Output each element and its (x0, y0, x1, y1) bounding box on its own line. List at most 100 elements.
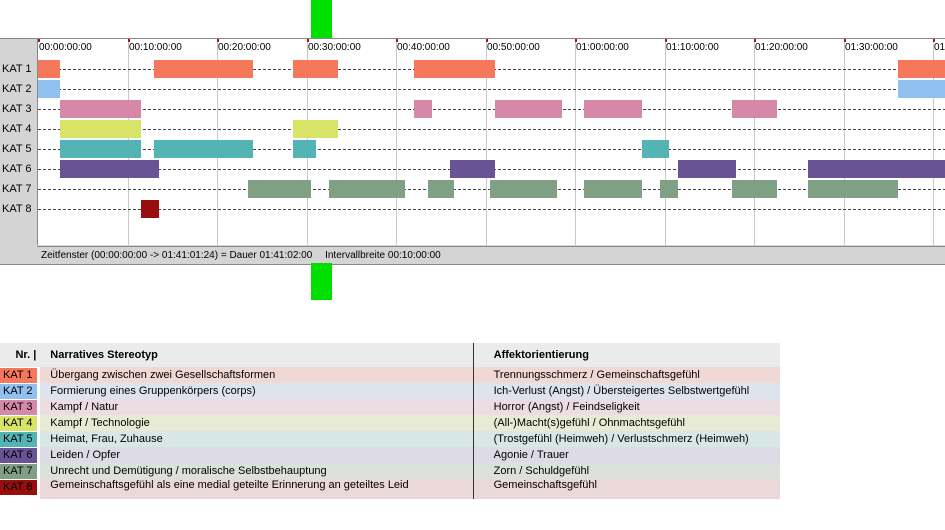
legend-stereotyp: Kampf / Technologie (40, 415, 474, 431)
lane-segment[interactable] (642, 140, 669, 158)
legend-kat-cell: KAT 3 (0, 399, 41, 415)
lane-segment[interactable] (414, 100, 432, 118)
legend-kat-cell: KAT 1 (0, 367, 41, 383)
playhead-marker-bottom[interactable] (311, 263, 332, 300)
lane-label: KAT 2 (2, 83, 32, 95)
kat-badge: KAT 7 (0, 464, 38, 479)
lane-segment[interactable] (678, 160, 736, 178)
lane-segment[interactable] (808, 160, 945, 178)
legend-kat-cell: KAT 8 (0, 479, 41, 499)
lane-segment[interactable] (60, 100, 141, 118)
lane-label: KAT 6 (2, 163, 32, 175)
lane-segment[interactable] (154, 140, 253, 158)
tick-label: 00:20:00:00 (218, 42, 271, 53)
legend-affekt: (All-)Macht(s)gefühl / Ohnmachtsgefühl (493, 417, 685, 429)
gridline (754, 39, 755, 245)
legend-kat-cell: KAT 7 (0, 463, 41, 479)
kat-badge: KAT 2 (0, 384, 38, 399)
lane-segment[interactable] (450, 160, 495, 178)
tick-label: 01:10:00:00 (666, 42, 719, 53)
lane-label: KAT 8 (2, 203, 32, 215)
tick-mark (128, 39, 130, 42)
tick-mark (307, 39, 309, 42)
lane-segment[interactable] (154, 60, 253, 78)
legend-stereotyp: Leiden / Opfer (40, 447, 474, 463)
legend-affekt: (Trostgefühl (Heimweh) / Verlustschmerz … (493, 433, 749, 445)
gridline (933, 39, 934, 245)
lane-segment[interactable] (60, 160, 159, 178)
lane-segment[interactable] (495, 100, 562, 118)
lane-label: KAT 4 (2, 123, 32, 135)
lane-segment[interactable] (428, 180, 454, 198)
kat-badge: KAT 6 (0, 448, 38, 463)
tick-mark (486, 39, 488, 42)
lane-segment[interactable] (141, 200, 159, 218)
lane-segment[interactable] (808, 180, 898, 198)
lane-label: KAT 5 (2, 143, 32, 155)
status-window: Zeitfenster (00:00:00:00 -> 01:41:01:24)… (41, 250, 313, 261)
legend-kat-cell: KAT 4 (0, 415, 41, 431)
lane-segment[interactable] (490, 180, 557, 198)
lane-segment[interactable] (732, 180, 777, 198)
lane-dash (38, 89, 945, 90)
legend-stereotyp: Übergang zwischen zwei Gesellschaftsform… (40, 367, 474, 383)
legend-header-row: Nr. | Narratives Stereotyp Affektorienti… (0, 343, 780, 367)
lane-segment[interactable] (329, 180, 405, 198)
legend-stereotyp: Gemeinschaftsgefühl als eine medial gete… (40, 479, 474, 499)
lane-segment[interactable] (293, 120, 338, 138)
lane-dash (38, 209, 945, 210)
tick-label: 01:30:00:00 (845, 42, 898, 53)
lane-segment[interactable] (293, 140, 316, 158)
lane-segment[interactable] (248, 180, 311, 198)
lane-segment[interactable] (660, 180, 678, 198)
kat-badge: KAT 3 (0, 400, 38, 415)
legend-stereotyp: Unrecht und Demütigung / moralische Selb… (40, 463, 474, 479)
lane-segment[interactable] (414, 60, 495, 78)
legend-header-affekt: Affektorientierung (472, 343, 780, 367)
gridline (575, 39, 576, 245)
gridline (844, 39, 845, 245)
kat-badge: KAT 1 (0, 368, 38, 383)
legend-kat-cell: KAT 2 (0, 383, 41, 399)
lane-segment[interactable] (898, 60, 945, 78)
lane-dash (38, 149, 945, 150)
tick-label: 01:20:00:00 (755, 42, 808, 53)
kat-badge: KAT 8 (0, 480, 38, 495)
lane-segment[interactable] (293, 60, 338, 78)
lane-segment[interactable] (60, 140, 141, 158)
tick-label: 00:30:00:00 (308, 42, 361, 53)
legend-affekt: Agonie / Trauer (493, 449, 569, 461)
gridline (486, 39, 487, 245)
lane-segment[interactable] (60, 120, 141, 138)
lane-segment[interactable] (584, 100, 642, 118)
tick-mark (665, 39, 667, 42)
lane-label: KAT 3 (2, 103, 32, 115)
lane-segment[interactable] (732, 100, 777, 118)
kat-badge: KAT 5 (0, 432, 38, 447)
legend-stereotyp: Formierung eines Gruppenkörpers (corps) (40, 383, 474, 399)
lane-segment[interactable] (38, 60, 60, 78)
tick-mark (38, 39, 40, 42)
legend-kat-cell: KAT 6 (0, 447, 41, 463)
status-interval: Intervallbreite 00:10:00:00 (325, 250, 441, 261)
playhead-marker-top[interactable] (311, 0, 332, 38)
status-bar: Zeitfenster (00:00:00:00 -> 01:41:01:24)… (37, 246, 945, 264)
lane-label: KAT 1 (2, 63, 32, 75)
tick-label: 00:00:00:00 (39, 42, 92, 53)
gridline (396, 39, 397, 245)
lane-segment[interactable] (584, 180, 642, 198)
lane-segment[interactable] (898, 80, 945, 98)
tick-label: 00:40:00:00 (397, 42, 450, 53)
lane-segment[interactable] (38, 80, 60, 98)
